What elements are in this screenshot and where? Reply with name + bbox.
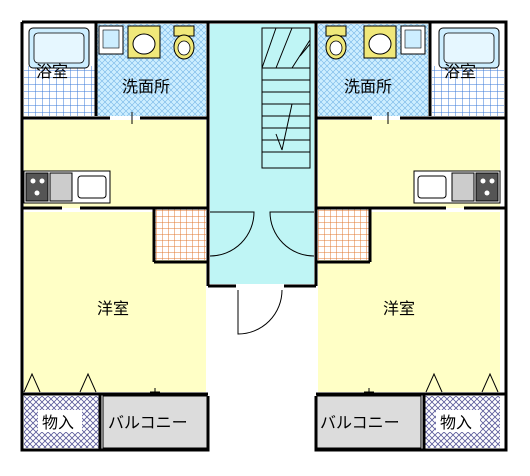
bath-label-left: 浴室 [36, 62, 68, 81]
kitchen-counter-left [23, 170, 111, 204]
washroom-label-left: 洗面所 [122, 77, 170, 96]
bath-label-right: 浴室 [444, 62, 476, 81]
unit-right: 浴室 洗面所 洋室 [316, 24, 504, 449]
western-label-right: 洋室 [383, 299, 415, 318]
walls [20, 20, 508, 452]
door-swing-entry [237, 289, 283, 335]
stair-treads [261, 27, 311, 169]
unit-left: 浴室 洗面所 洋室 [23, 24, 208, 449]
kitchen-counter-right [413, 170, 501, 204]
balcony-label-right: バルコニー [320, 413, 400, 432]
storage-label-left: 物入 [42, 413, 74, 432]
closet-mark-right-b [481, 372, 499, 393]
entry-hatch-left [154, 208, 206, 260]
door-swing-left [209, 211, 255, 257]
storage-label-right: 物入 [440, 413, 472, 432]
closet-mark-left-a [23, 372, 41, 393]
balcony-right [316, 395, 422, 449]
balcony-left [102, 395, 208, 449]
entry-hatch-right [318, 208, 370, 260]
bath-tile-floor-right [432, 66, 504, 116]
closet-mark-right-a [425, 372, 443, 393]
toilet-left [173, 25, 195, 60]
door-swing-right [269, 211, 315, 257]
western-label-left: 洋室 [97, 299, 129, 318]
stair-core [209, 24, 315, 335]
bath-tile-floor-left [24, 66, 96, 116]
washroom-label-right: 洗面所 [344, 77, 392, 96]
closet-mark-left-b [79, 372, 97, 393]
toilet-right [325, 25, 347, 60]
balcony-label-left: バルコニー [108, 413, 188, 432]
